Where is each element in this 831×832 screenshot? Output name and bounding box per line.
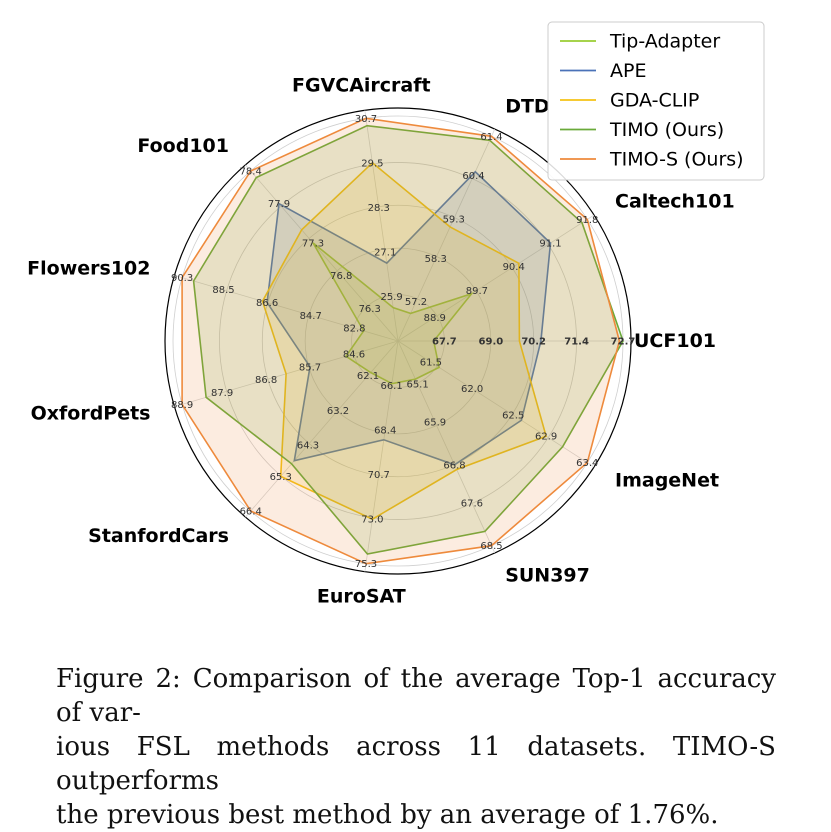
radar-tick-label: 70.7	[368, 470, 390, 481]
radar-tick-label: 86.6	[256, 298, 278, 309]
radar-axis-label: Flowers102	[27, 257, 150, 279]
radar-tick-label: 90.3	[171, 273, 193, 284]
radar-tick-label: 91.1	[539, 239, 561, 250]
radar-tick-label: 65.3	[270, 472, 292, 483]
radar-axis-label: StanfordCars	[88, 525, 229, 547]
radar-axis-label: EuroSAT	[317, 585, 406, 607]
radar-axis-label: SUN397	[505, 565, 590, 587]
legend-label: TIMO-S (Ours)	[609, 149, 744, 171]
radar-tick-label: 73.0	[361, 515, 383, 526]
radar-axis-label: FGVCAircraft	[292, 75, 431, 97]
radar-tick-label: 82.8	[343, 324, 365, 335]
radar-tick-label: 62.5	[502, 411, 524, 422]
radar-tick-label: 63.2	[327, 406, 349, 417]
caption-line: ious FSL methods across 11 datasets. TIM…	[56, 732, 776, 796]
radar-tick-label: 91.8	[576, 215, 598, 226]
radar-tick-label: 86.8	[255, 375, 277, 386]
radar-spoke	[397, 214, 595, 342]
radar-axis-label: DTD	[505, 95, 550, 117]
legend-label: GDA-CLIP	[610, 90, 699, 112]
radar-tick-label: 62.1	[357, 371, 379, 382]
radar-tick-label: 90.4	[503, 262, 525, 273]
radar-tick-label: 28.3	[368, 203, 390, 214]
radar-spoke	[397, 128, 496, 342]
radar-spoke	[245, 340, 399, 518]
radar-tick-label: 76.8	[330, 271, 352, 282]
radar-tick-label: 62.0	[461, 384, 483, 395]
radar-spoke	[397, 340, 496, 554]
radar-tick-label: 75.3	[355, 559, 377, 570]
series-polygon-2	[261, 161, 548, 521]
radar-tick-label: 87.9	[211, 388, 233, 399]
radar-tick-label: 76.3	[359, 304, 381, 315]
legend-label: TIMO (Ours)	[609, 119, 724, 141]
caption-line: Figure 2: Comparison of the average Top-…	[56, 664, 776, 728]
radar-tick-label: 60.4	[462, 171, 484, 182]
radar-spoke	[364, 340, 399, 572]
radar-tick-label: 68.4	[374, 426, 396, 437]
radar-tick-label: 63.4	[576, 458, 598, 469]
radar-axis-label: ImageNet	[615, 470, 719, 492]
radar-spoke	[245, 164, 399, 342]
radar-tick-label: 77.9	[268, 199, 290, 210]
radar-chart: 67.7 69.0 70.2 71.4 72.7 88.9 89.7 90.4 91.1 91.8…	[27, 21, 765, 607]
legend-box	[547, 21, 765, 181]
radar-tick-label: 66.4	[240, 507, 262, 518]
radar-spoke	[364, 110, 399, 342]
radar-tick-label: 67.7	[432, 337, 457, 348]
radar-tick-label: 85.7	[299, 362, 321, 373]
legend-label: APE	[610, 60, 646, 82]
radar-tick-label: 66.1	[380, 381, 402, 392]
radar-axis-label: OxfordPets	[31, 403, 151, 425]
radar-tick-label: 67.6	[461, 498, 483, 509]
figure-caption: Figure 2: Comparison of the average Top-…	[56, 662, 776, 832]
radar-tick-label: 88.9	[424, 313, 446, 324]
radar-tick-label: 58.3	[425, 254, 447, 265]
caption-line: the previous best method by an average o…	[56, 800, 719, 830]
radar-tick-label: 84.7	[300, 311, 322, 322]
radar-tick-label: 30.7	[355, 114, 377, 125]
radar-spoke	[397, 340, 595, 468]
radar-tick-label: 29.5	[361, 158, 383, 169]
radar-tick-label: 61.4	[480, 132, 502, 143]
radar-tick-label: 59.3	[443, 215, 465, 226]
radar-tick-label: 78.4	[240, 167, 262, 178]
radar-tick-label: 89.7	[466, 286, 488, 297]
radar-tick-label: 72.7	[611, 337, 636, 348]
series-polygon-1	[266, 170, 552, 466]
radar-tick-label: 25.9	[380, 292, 402, 303]
radar-axis-label: Caltech101	[615, 191, 735, 213]
radar-tick-label: 70.2	[521, 337, 546, 348]
radar-tick-label: 69.0	[479, 337, 504, 348]
series-polygon-3	[192, 124, 624, 555]
radar-tick-label: 61.5	[420, 358, 442, 369]
radar-tick-label: 71.4	[564, 337, 589, 348]
radar-tick-label: 65.9	[424, 417, 446, 428]
radar-tick-label: 84.6	[343, 349, 365, 360]
radar-tick-label: 66.8	[443, 460, 465, 471]
radar-axis-label: UCF101	[634, 330, 716, 352]
radar-tick-label: 68.5	[480, 541, 502, 552]
radar-tick-label: 77.3	[302, 238, 324, 249]
series-polygon-4	[181, 117, 621, 565]
radar-axis-label: Food101	[137, 135, 229, 157]
legend-label: Tip-Adapter	[609, 31, 720, 53]
series-polygon-0	[312, 242, 474, 385]
radar-tick-label: 62.9	[535, 432, 557, 443]
radar-tick-label: 65.1	[406, 379, 428, 390]
radar-spoke	[174, 274, 399, 342]
radar-tick-label: 27.1	[374, 247, 396, 258]
radar-tick-label: 64.3	[297, 440, 319, 451]
radar-tick-label: 88.5	[212, 285, 234, 296]
radar-tick-label: 88.9	[171, 400, 193, 411]
radar-figure: 67.7 69.0 70.2 71.4 72.7 88.9 89.7 90.4 91.1 91.8…	[27, 21, 776, 830]
radar-tick-label: 57.2	[405, 297, 427, 308]
